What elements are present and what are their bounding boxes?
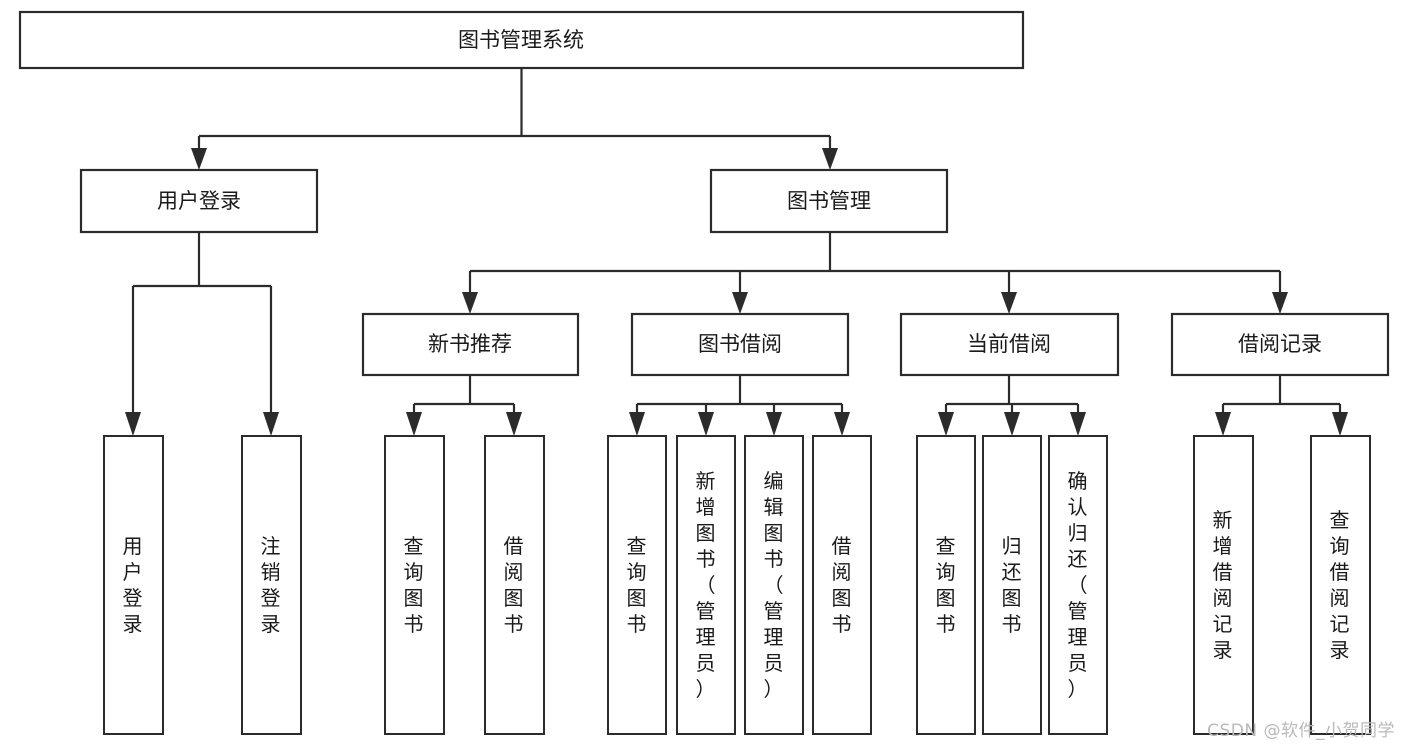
- node-root-system-label: 图书管理系统: [458, 28, 584, 52]
- leaf-currentborrow-confirm-return-label: 确认归还（管理员）: [1068, 469, 1089, 701]
- node-book-borrow-label: 图书借阅: [698, 332, 782, 356]
- arrow-head-bookborrow-leaf-3: [766, 412, 782, 436]
- leaf-bookborrow-borrow[interactable]: 借阅图书: [812, 435, 872, 735]
- leaf-currentborrow-query-label: 查询图书: [936, 534, 957, 636]
- leaf-bookborrow-edit[interactable]: 编辑图书（管理员）: [744, 435, 804, 735]
- leaf-user-login-signin[interactable]: 用户登录: [103, 435, 164, 735]
- leaf-borrowrecord-query-label: 查询借阅记录: [1330, 508, 1351, 662]
- node-book-borrow-box[interactable]: [630, 312, 850, 377]
- node-user-login-box[interactable]: [79, 168, 319, 234]
- leaf-currentborrow-return[interactable]: 归还图书: [982, 435, 1042, 735]
- arrow-head-borrowrecord-leaf-1: [1215, 412, 1231, 436]
- leaf-borrowrecord-add-label: 新增借阅记录: [1213, 508, 1234, 662]
- leaf-newbook-borrow-label: 借阅图书: [504, 534, 525, 636]
- arrow-head-currentborrow-leaf-1: [938, 412, 954, 436]
- node-new-book-recommend[interactable]: 新书推荐: [361, 312, 580, 377]
- arrow-head-borrowrecord-leaf-2: [1332, 412, 1348, 436]
- leaf-user-login-logout-label: 注销登录: [261, 534, 282, 636]
- node-book-manage[interactable]: 图书管理: [709, 168, 949, 234]
- leaf-borrowrecord-add-box[interactable]: [1193, 435, 1254, 735]
- node-current-borrow-label: 当前借阅: [967, 332, 1051, 356]
- leaf-user-login-logout[interactable]: 注销登录: [241, 435, 302, 735]
- node-book-borrow[interactable]: 图书借阅: [630, 312, 850, 377]
- node-user-login[interactable]: 用户登录: [79, 168, 319, 234]
- node-borrow-record-box[interactable]: [1170, 312, 1390, 377]
- leaf-newbook-borrow[interactable]: 借阅图书: [484, 435, 545, 735]
- arrow-head-leaf-logout: [263, 412, 279, 436]
- leaf-user-login-signin-label: 用户登录: [123, 534, 144, 636]
- node-new-book-recommend-box[interactable]: [361, 312, 580, 377]
- node-root-system-box[interactable]: [18, 10, 1025, 70]
- leaf-bookborrow-add[interactable]: 新增图书（管理员）: [676, 435, 736, 735]
- arrow-head-current-borrow: [1001, 292, 1017, 314]
- arrow-head-currentborrow-leaf-3: [1070, 412, 1086, 436]
- leaf-newbook-query-label: 查询图书: [404, 534, 425, 636]
- leaf-currentborrow-return-box[interactable]: [982, 435, 1042, 735]
- node-current-borrow[interactable]: 当前借阅: [899, 312, 1120, 377]
- leaf-borrowrecord-add[interactable]: 新增借阅记录: [1193, 435, 1254, 735]
- node-book-manage-label: 图书管理: [787, 189, 871, 213]
- leaf-bookborrow-edit-box[interactable]: [744, 435, 804, 735]
- leaf-bookborrow-borrow-box[interactable]: [812, 435, 872, 735]
- connector-layer: [125, 68, 1348, 436]
- arrow-head-borrow-record: [1272, 292, 1288, 314]
- node-new-book-recommend-label: 新书推荐: [428, 332, 512, 356]
- leaf-newbook-query[interactable]: 查询图书: [384, 435, 445, 735]
- node-book-manage-box[interactable]: [709, 168, 949, 234]
- leaf-currentborrow-query-box[interactable]: [916, 435, 976, 735]
- arrow-head-bookborrow-leaf-4: [834, 412, 850, 436]
- arrow-head-newbook-leaf-2: [506, 412, 522, 436]
- arrow-head-book-borrow: [732, 292, 748, 314]
- leaf-newbook-borrow-box[interactable]: [484, 435, 545, 735]
- leaf-user-login-signin-box[interactable]: [103, 435, 164, 735]
- leaf-bookborrow-query-label: 查询图书: [627, 534, 648, 636]
- arrow-head-leaf-user-login: [125, 412, 141, 436]
- arrow-head-newbook-leaf-1: [406, 412, 422, 436]
- arrow-head-new-book: [462, 292, 478, 314]
- node-root-system[interactable]: 图书管理系统: [18, 10, 1025, 70]
- leaf-currentborrow-query[interactable]: 查询图书: [916, 435, 976, 735]
- leaf-bookborrow-borrow-label: 借阅图书: [832, 534, 853, 636]
- leaf-user-login-logout-box[interactable]: [241, 435, 302, 735]
- node-user-login-label: 用户登录: [157, 189, 241, 213]
- node-borrow-record[interactable]: 借阅记录: [1170, 312, 1390, 377]
- leaf-currentborrow-return-label: 归还图书: [1002, 534, 1023, 636]
- leaf-bookborrow-query-box[interactable]: [607, 435, 667, 735]
- arrow-head-currentborrow-leaf-2: [1004, 412, 1020, 436]
- arrow-head-bookborrow-leaf-1: [629, 412, 645, 436]
- leaf-newbook-query-box[interactable]: [384, 435, 445, 735]
- node-borrow-record-label: 借阅记录: [1238, 332, 1322, 356]
- leaf-bookborrow-add-label: 新增图书（管理员）: [696, 469, 717, 701]
- leaf-borrowrecord-query[interactable]: 查询借阅记录: [1310, 435, 1371, 735]
- node-current-borrow-box[interactable]: [899, 312, 1120, 377]
- arrow-head-bookborrow-leaf-2: [698, 412, 714, 436]
- leaf-bookborrow-query[interactable]: 查询图书: [607, 435, 667, 735]
- arrow-head-user-login: [191, 148, 207, 170]
- leaf-borrowrecord-query-box[interactable]: [1310, 435, 1371, 735]
- leaf-bookborrow-add-box[interactable]: [676, 435, 736, 735]
- arrow-head-book-manage: [822, 148, 838, 170]
- leaf-bookborrow-edit-label: 编辑图书（管理员）: [764, 469, 785, 701]
- leaf-currentborrow-confirm-return[interactable]: 确认归还（管理员）: [1048, 435, 1108, 735]
- leaf-currentborrow-confirm-return-box[interactable]: [1048, 435, 1108, 735]
